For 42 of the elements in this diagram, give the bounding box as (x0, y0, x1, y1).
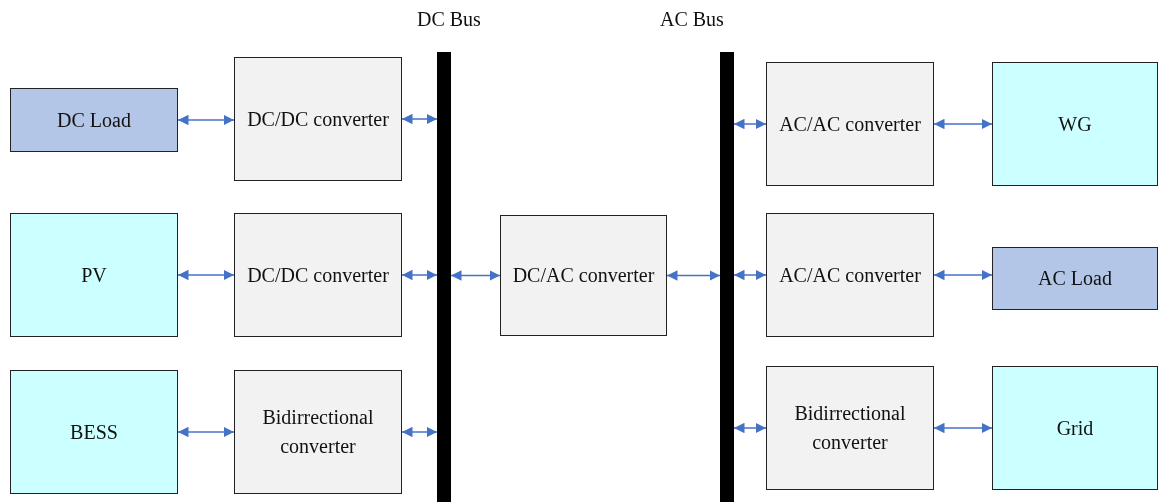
box-label: DC/AC converter (512, 263, 655, 288)
load-box (992, 247, 1158, 310)
double-arrow (666, 270, 721, 281)
box-label: AC Load (1038, 266, 1112, 291)
box-label: AC/AC converter (779, 111, 921, 137)
box-label: BESS (70, 419, 118, 445)
double-arrow (177, 269, 235, 281)
converter-box (766, 213, 934, 337)
converter-box (234, 57, 402, 181)
load-box (10, 88, 178, 152)
double-arrow (401, 113, 438, 125)
double-arrow (733, 118, 767, 130)
source-box (992, 366, 1158, 490)
box-label: PV (81, 262, 107, 288)
box-label: DC Load (57, 107, 131, 133)
converter-box (234, 370, 402, 494)
double-arrow (933, 118, 993, 130)
double-arrow (450, 270, 501, 281)
source-box (10, 213, 178, 337)
box-label: Bidirrectional converter (793, 401, 907, 455)
bus-label: DC Bus (417, 8, 481, 31)
box-label: DC/DC converter (247, 106, 389, 132)
source-box (992, 62, 1158, 186)
double-arrow (177, 114, 235, 126)
source-box (10, 370, 178, 494)
double-arrow (177, 426, 235, 438)
converter-box (766, 366, 934, 490)
box-label: Bidirrectional converter (261, 405, 375, 459)
box-label: Grid (1056, 415, 1094, 441)
double-arrow (933, 422, 993, 434)
box-label: DC/DC converter (247, 262, 389, 288)
double-arrow (401, 426, 438, 438)
double-arrow (733, 269, 767, 281)
double-arrow (401, 269, 438, 281)
double-arrow (733, 422, 767, 434)
box-label: WG (1058, 111, 1092, 137)
double-arrow (933, 269, 993, 281)
converter-box (500, 215, 667, 336)
converter-box (766, 62, 934, 186)
converter-box (234, 213, 402, 337)
box-label: AC/AC converter (779, 262, 921, 288)
bus-label: AC Bus (660, 8, 724, 31)
